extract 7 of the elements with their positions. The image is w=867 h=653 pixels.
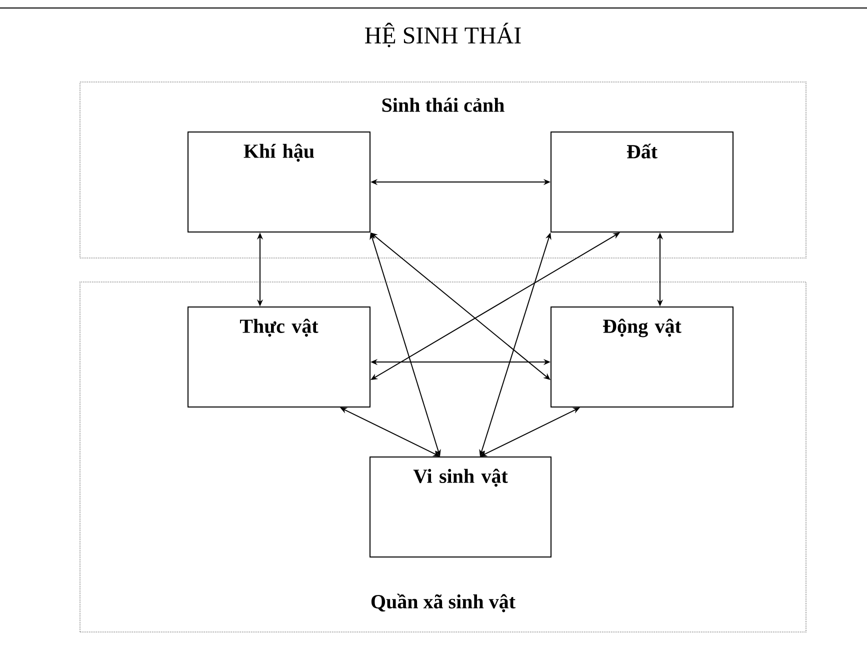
process-box: Khí hậu xyxy=(188,132,370,232)
arrow xyxy=(370,232,550,380)
process-box: Động vật xyxy=(550,306,734,408)
process-box: Vi sinh vật xyxy=(370,456,552,558)
process-box: Đất xyxy=(550,132,734,232)
title: HỆ SINH THÁI xyxy=(365,22,521,48)
process-box: Thực vật xyxy=(188,306,370,408)
